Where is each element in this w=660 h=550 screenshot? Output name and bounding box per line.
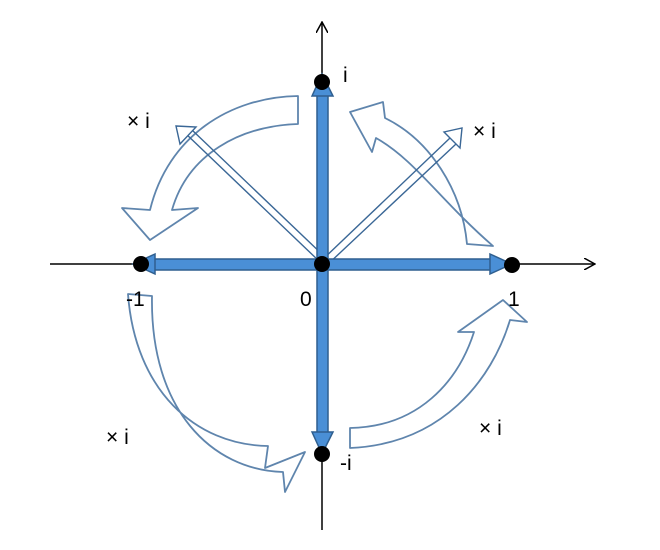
- label-times-i-bottom-left: × i: [106, 426, 129, 449]
- label-one: 1: [508, 288, 520, 311]
- label-minus-one: -1: [126, 288, 145, 311]
- label-times-i-top-right: × i: [473, 120, 496, 143]
- point-minus-i: [314, 446, 330, 462]
- diagonal-vector-right: [319, 137, 451, 263]
- label-times-i-bottom-right: × i: [479, 417, 502, 440]
- rotation-arrow-top-left-icon: [121, 95, 299, 241]
- diagonal-vector-right-edge: [325, 143, 457, 267]
- label-minus-i: -i: [340, 452, 352, 475]
- vector-to-minus-one: [151, 258, 323, 271]
- rotation-arrow-bottom-left-icon: [127, 293, 306, 493]
- diagonal-vector-left-head: [175, 125, 198, 146]
- rotation-arrow-top-right-icon: [349, 101, 494, 247]
- point-minus-one: [133, 256, 149, 272]
- vector-to-minus-i-head: [310, 431, 335, 456]
- vector-to-one: [321, 258, 495, 271]
- label-zero: 0: [300, 288, 312, 311]
- label-times-i-top-left: × i: [127, 110, 150, 133]
- vector-to-i: [316, 91, 329, 265]
- label-i: i: [343, 64, 348, 87]
- diagonal-vector-left-edge: [191, 129, 327, 259]
- point-i: [314, 74, 330, 90]
- rotation-arrow-bottom-right-icon: [349, 299, 528, 449]
- vector-to-minus-i: [316, 263, 329, 437]
- point-origin: [314, 256, 330, 272]
- diagonal-vector-left: [183, 131, 321, 263]
- point-one: [504, 257, 520, 273]
- vector-to-one-head: [489, 252, 514, 276]
- diagonal-vector-right-head: [442, 127, 463, 150]
